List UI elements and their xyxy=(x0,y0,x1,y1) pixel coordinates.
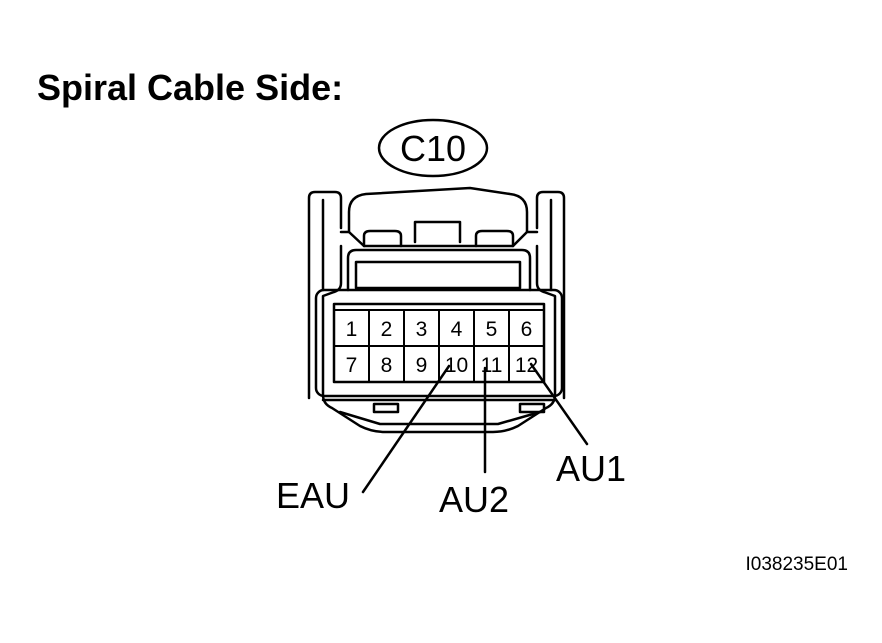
bottom-lock-right xyxy=(518,402,546,414)
connector-housing xyxy=(307,186,566,434)
bottom-bevel xyxy=(338,410,542,426)
pin-face-outer xyxy=(314,288,564,398)
pin-4: 4 xyxy=(451,318,463,341)
shoulder xyxy=(339,230,539,248)
latch-bump-right xyxy=(474,229,515,248)
diagram-title: Spiral Cable Side: xyxy=(37,67,344,108)
left-wing xyxy=(307,190,343,400)
connector-id-text: C10 xyxy=(400,128,466,169)
top-latch xyxy=(347,186,529,234)
pin-12: 12 xyxy=(515,354,538,377)
callout-au2: AU2 xyxy=(439,479,509,520)
leader-eau xyxy=(361,364,451,494)
leader-au1 xyxy=(529,362,589,446)
pin-2: 2 xyxy=(381,318,393,341)
pin-7: 7 xyxy=(346,354,358,377)
pin-5: 5 xyxy=(486,318,498,341)
connector-id-badge: C10 xyxy=(377,118,489,178)
right-wing xyxy=(535,190,566,400)
pin-8: 8 xyxy=(381,354,393,377)
latch-bump-left xyxy=(362,229,403,248)
callout-eau: EAU xyxy=(276,475,350,516)
reference-code: I038235E01 xyxy=(746,554,849,575)
upper-frame xyxy=(346,248,532,292)
leader-lines xyxy=(361,362,589,494)
pin-3: 3 xyxy=(416,318,428,341)
pin-9: 9 xyxy=(416,354,428,377)
callout-au1: AU1 xyxy=(556,448,626,489)
pin-10: 10 xyxy=(445,354,468,377)
latch-window xyxy=(413,220,462,244)
pin-6: 6 xyxy=(521,318,533,341)
body-outer xyxy=(321,244,557,434)
pin-1: 1 xyxy=(346,318,358,341)
connector-id-oval xyxy=(377,118,489,178)
upper-window xyxy=(354,260,522,290)
bottom-lock-left xyxy=(372,402,400,414)
